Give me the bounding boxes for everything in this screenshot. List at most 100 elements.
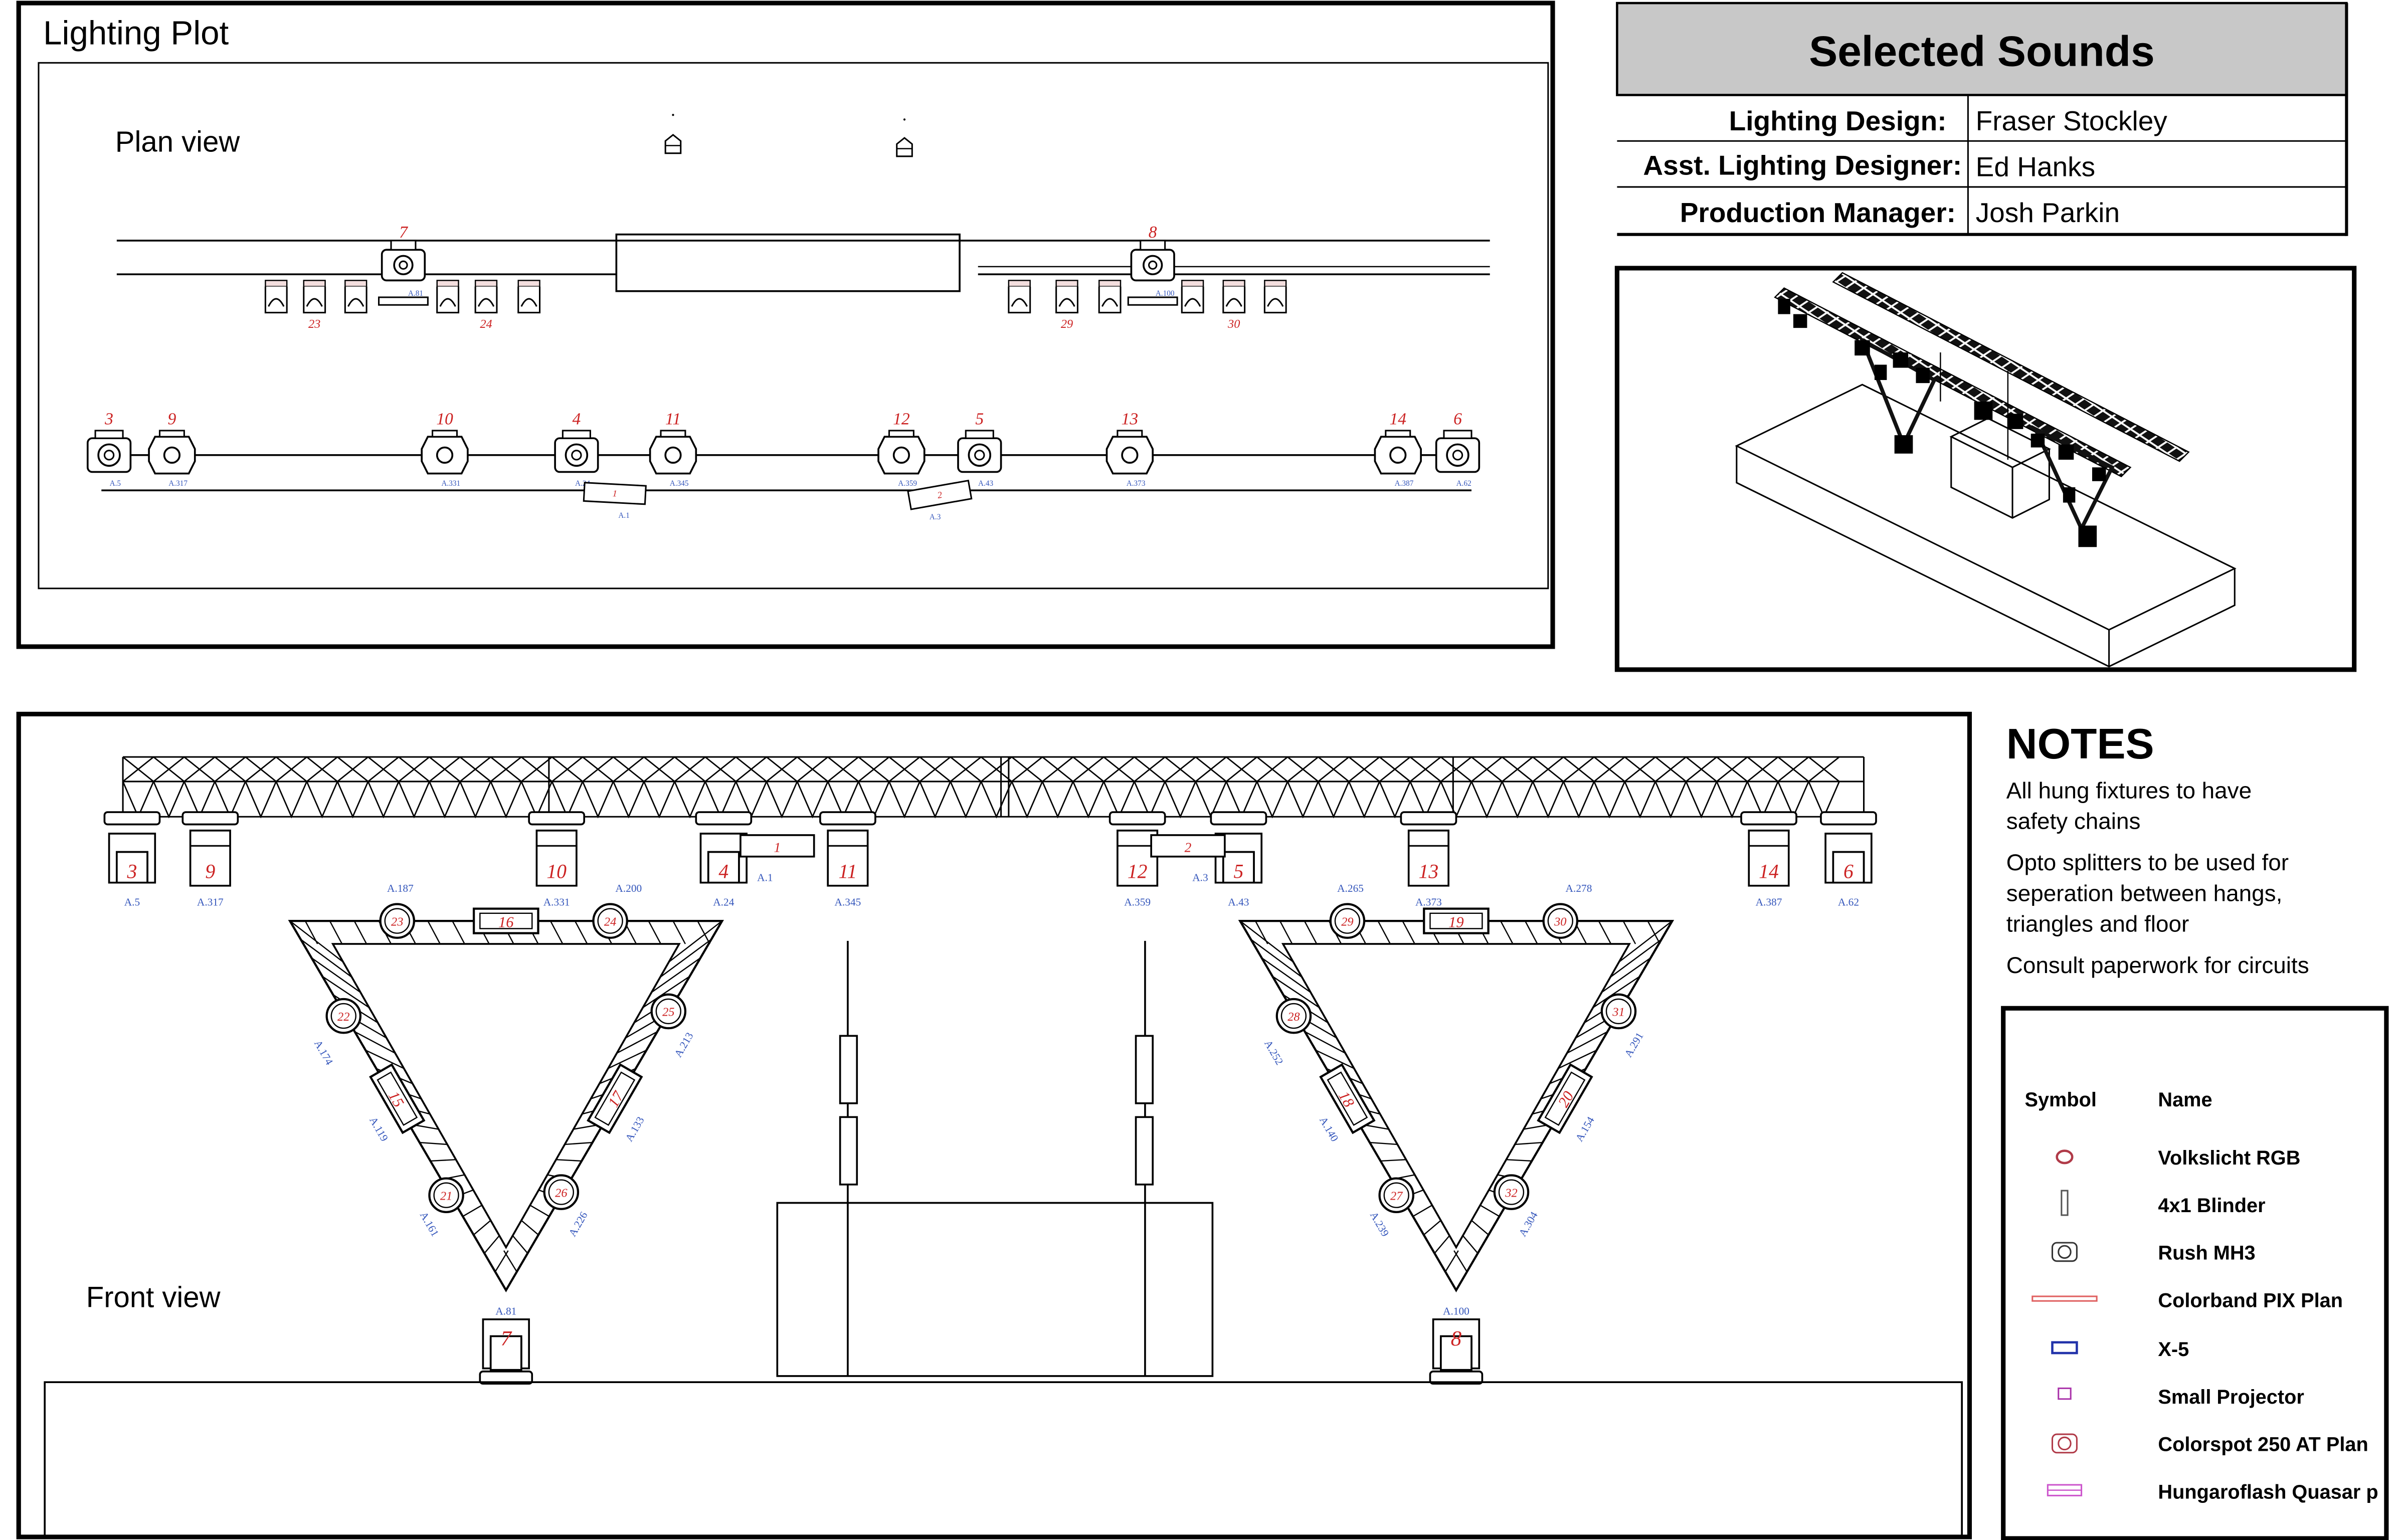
rush-mh3-icon [2051, 1242, 2078, 1262]
fixture-number: 11 [839, 860, 857, 882]
front-truss-fixtures: 3A.59A.31710A.3314A.2411A.34512A.3595A.4… [103, 811, 1877, 908]
fixture-number: 25 [662, 1006, 674, 1019]
fixture-number: 14 [1759, 860, 1779, 882]
par-can-icon [474, 280, 498, 314]
fixture-address: A.62 [1456, 479, 1471, 488]
fixture-number: 4 [572, 410, 581, 429]
fixture-address: A.359 [898, 479, 917, 488]
par-can-icon [1263, 280, 1287, 314]
colorband-pix-icon [2031, 1295, 2098, 1302]
fixture-address: A.43 [978, 479, 993, 488]
fixture-number: 24 [604, 915, 616, 928]
colorspot-250-icon [325, 998, 362, 1034]
colorspot-250-icon [1493, 1174, 1530, 1210]
fixture-address: A.3 [1192, 872, 1208, 884]
fixture-number: 12 [893, 410, 910, 429]
fixture-number: 16 [498, 913, 514, 930]
fixture-number: 6 [1843, 860, 1854, 882]
plot-title: Lighting Plot [43, 15, 229, 52]
fixture-address: A.317 [168, 479, 188, 488]
colorspot-icon [819, 811, 876, 887]
hungaroflash-quasar-icon [2047, 1484, 2083, 1496]
par-can-icon [1222, 280, 1246, 314]
rush-mh3-icon [1210, 811, 1267, 884]
fixture-address: A.81 [408, 289, 423, 298]
legend-symbol-header: Symbol [2024, 1089, 2096, 1111]
fixture-address: A.119 [367, 1115, 391, 1143]
rush-mh3-icon [86, 430, 132, 473]
fixture-address: A.345 [835, 896, 861, 908]
fixture-address: A.43 [1228, 896, 1249, 908]
colorspot-250-icon [543, 1174, 580, 1210]
fixture-number: 29 [1341, 915, 1353, 928]
colorspot-icon [1740, 811, 1797, 887]
colorspot-icon [649, 430, 697, 475]
fixture-address: A.154 [1573, 1114, 1597, 1143]
fixture-address: A.24 [713, 896, 734, 908]
colorspot-icon [421, 430, 469, 475]
title-block: Selected Sounds Lighting Design: Fraser … [1616, 2, 2348, 236]
colorspot-icon [1105, 430, 1154, 475]
fixture-number: 9 [168, 410, 176, 429]
fixture-address: A.133 [623, 1114, 646, 1143]
fixture-number: 27 [1390, 1189, 1403, 1203]
fixture-address: A.278 [1566, 882, 1592, 894]
legend-item-name: 4x1 Blinder [2158, 1195, 2265, 1217]
colorspot-250-icon [1542, 903, 1579, 939]
rush-mh3-icon [1820, 811, 1877, 884]
rush-mh3-icon [1435, 430, 1481, 473]
par-can-icon [517, 280, 541, 314]
legend-item-name: Colorspot 250 AT Plan [2158, 1434, 2368, 1456]
par-can-icon [344, 280, 367, 314]
fixture-address: A.187 [387, 882, 414, 894]
x5-bar-icon: 20 [1537, 1063, 1593, 1134]
production-manager-label: Production Manager: [1680, 197, 1956, 228]
note-line: All hung fixtures to have [2006, 778, 2252, 804]
fixture-number: 13 [1419, 860, 1439, 882]
note-line: seperation between hangs, [2006, 880, 2283, 906]
title-block-heading: Selected Sounds [1809, 28, 2155, 75]
fixture-address: A.331 [543, 896, 570, 908]
fixture-address: A.387 [1395, 479, 1414, 488]
legend-item-name: Volkslicht RGB [2158, 1147, 2300, 1169]
fixture-address: A.200 [615, 882, 642, 894]
plan-floor-line [101, 454, 1472, 491]
par-can-icon [1098, 280, 1122, 314]
right-triangle-truss: 29A.26530A.27828A.25231A.29127A.23932A.3… [1238, 882, 1675, 1385]
legend-item-name: Small Projector [2158, 1386, 2304, 1408]
fixture-address: A.387 [1756, 896, 1782, 908]
colorspot-icon [148, 430, 196, 475]
legend-item-name: Colorband PIX Plan [2158, 1289, 2343, 1311]
plan-floor-fixtures: 3A.59A.31710A.3314A.2411A.34512A.3595A.4… [86, 410, 1481, 521]
fixture-address: A.1 [618, 511, 629, 520]
front-view-label: Front view [86, 1281, 221, 1313]
legend-item-name: X-5 [2158, 1338, 2189, 1361]
fixture-number: 28 [1287, 1010, 1300, 1024]
fixture-number: 21 [440, 1189, 452, 1203]
fixture-number: 11 [665, 410, 681, 429]
moving-head-icon [1130, 240, 1175, 282]
fixture-address: A.331 [441, 479, 460, 488]
fixture-address: A.345 [670, 479, 689, 488]
colorspot-250-icon [428, 1177, 464, 1214]
fixture-address: A.174 [312, 1038, 335, 1067]
colorspot-250-icon [1378, 1177, 1414, 1214]
moving-head-icon [381, 240, 426, 282]
x5-bar-icon: 17 [587, 1063, 643, 1134]
colorspot-250-icon [1600, 993, 1637, 1030]
front-view-panel: 3A.59A.31710A.3314A.2411A.34512A.3595A.4… [16, 711, 1972, 1539]
fixture-address: A.213 [672, 1030, 695, 1059]
fixture-number: 8 [1149, 223, 1157, 242]
plan-truss [116, 233, 1490, 292]
note-line: safety chains [2006, 808, 2141, 834]
fixture-number: 7 [399, 223, 408, 242]
par-number: 30 [1227, 317, 1240, 331]
par-can-icon [436, 280, 460, 314]
fixture-number: 4 [718, 860, 728, 882]
fixture-address: A.239 [1368, 1210, 1391, 1239]
par-can-icon [1008, 280, 1031, 314]
